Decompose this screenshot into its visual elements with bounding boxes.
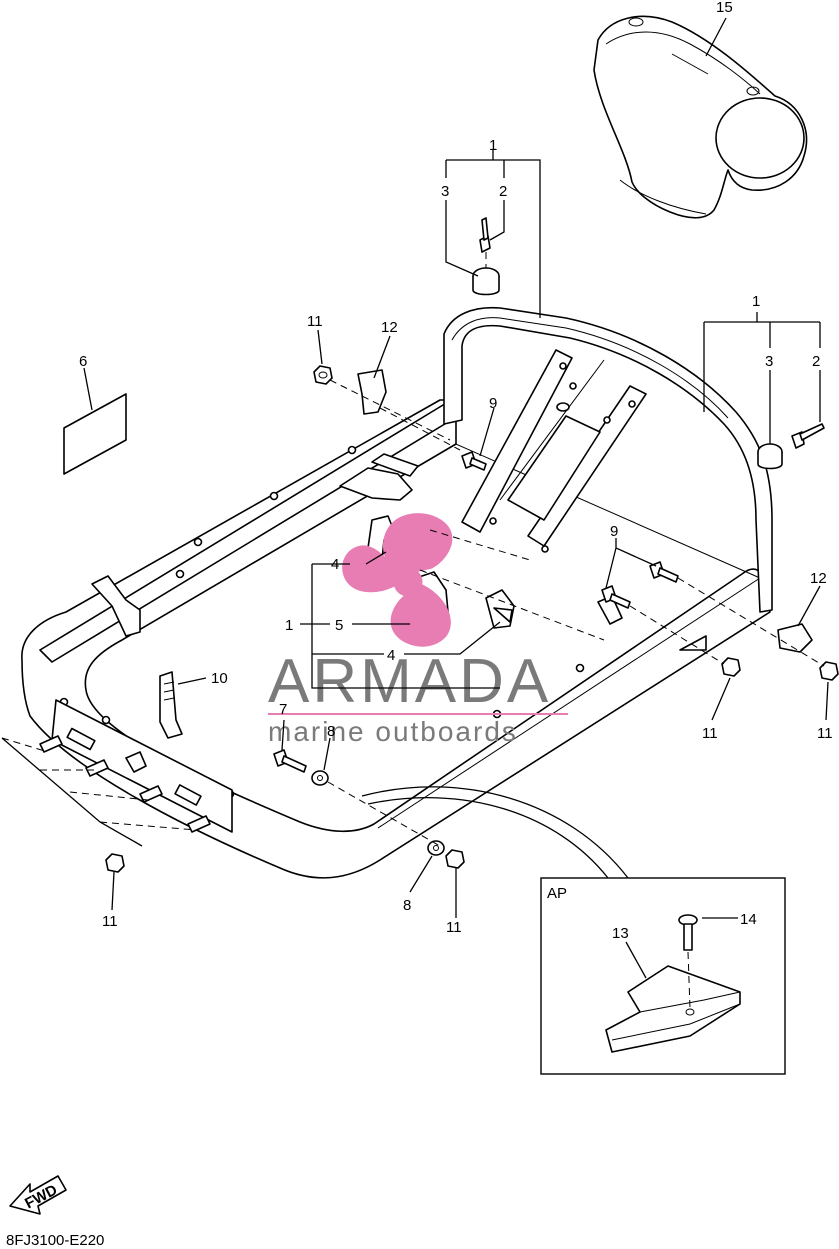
watermark-brand: ARMADA	[268, 647, 551, 716]
callout-2-right: 2	[812, 353, 820, 370]
callout-8-a: 8	[327, 723, 335, 740]
callout-4-b: 4	[387, 647, 395, 664]
callout-11-b: 11	[702, 725, 718, 742]
callout-8-b: 8	[403, 897, 411, 914]
rivet-right-part-2	[791, 423, 825, 449]
washer-part-8-a	[311, 770, 329, 786]
handle-frame	[21, 306, 773, 879]
watermark-propeller-icon	[342, 513, 453, 647]
inset-ap: AP	[540, 877, 786, 1075]
washer-part-8-b	[427, 840, 445, 856]
watermark-tagline: marine outboards	[268, 716, 518, 747]
bolt-part-9-c	[601, 585, 631, 609]
leader-lines	[1, 17, 829, 918]
nut-part-11-e	[445, 849, 465, 869]
nut-part-11-b	[721, 657, 741, 677]
callout-9-a: 9	[489, 395, 497, 412]
drawing-code: 8FJ3100-E220	[6, 1232, 104, 1249]
callout-1-mid: 1	[285, 617, 293, 634]
fwd-arrow-icon: FWD	[9, 1175, 67, 1215]
rivet-top-part-2	[479, 217, 491, 253]
bolt-part-9-a	[461, 451, 487, 471]
damper-right-part-3	[757, 443, 783, 470]
nut-part-11-c	[819, 661, 839, 681]
callout-13: 13	[612, 925, 629, 942]
bolt-part-9-b	[649, 561, 679, 583]
nut-part-11-a	[313, 365, 333, 385]
callout-3-top: 3	[441, 183, 449, 200]
bracket-part-12-a	[357, 369, 387, 415]
callout-3-right: 3	[765, 353, 773, 370]
callout-11-e: 11	[446, 919, 462, 936]
callout-9-b: 9	[610, 523, 618, 540]
clip-part-10	[159, 671, 183, 739]
damper-top-part-3	[472, 267, 500, 296]
callout-11-d: 11	[102, 913, 118, 930]
label-part-6	[63, 393, 127, 475]
front-studs	[39, 735, 211, 833]
callout-2-top: 2	[499, 183, 507, 200]
grab-handle-cover	[593, 15, 808, 219]
callout-1-top: 1	[489, 137, 497, 154]
callout-11-a: 11	[307, 313, 323, 330]
callout-15: 15	[716, 0, 733, 16]
callout-14: 14	[740, 911, 757, 928]
callout-10: 10	[211, 670, 228, 687]
bolt-part-7	[273, 749, 307, 773]
watermark: ARMADA marine outboards	[268, 513, 568, 747]
callout-7: 7	[279, 701, 287, 718]
callout-5: 5	[335, 617, 343, 634]
nut-part-11-d	[105, 853, 125, 873]
bracket-part-12-b	[777, 623, 813, 653]
inset-title: AP	[547, 885, 567, 902]
callout-12-b: 12	[810, 570, 827, 587]
callout-11-c: 11	[817, 725, 833, 742]
callout-1-right: 1	[752, 293, 760, 310]
callout-4-a: 4	[331, 556, 339, 573]
callouts: 15 1 3 2 11 12 6 9 1 3 2 9 12 4 1 5 4 10…	[79, 0, 833, 942]
screw-part-14	[678, 914, 698, 951]
callout-12-a: 12	[381, 319, 398, 336]
callout-6: 6	[79, 353, 87, 370]
